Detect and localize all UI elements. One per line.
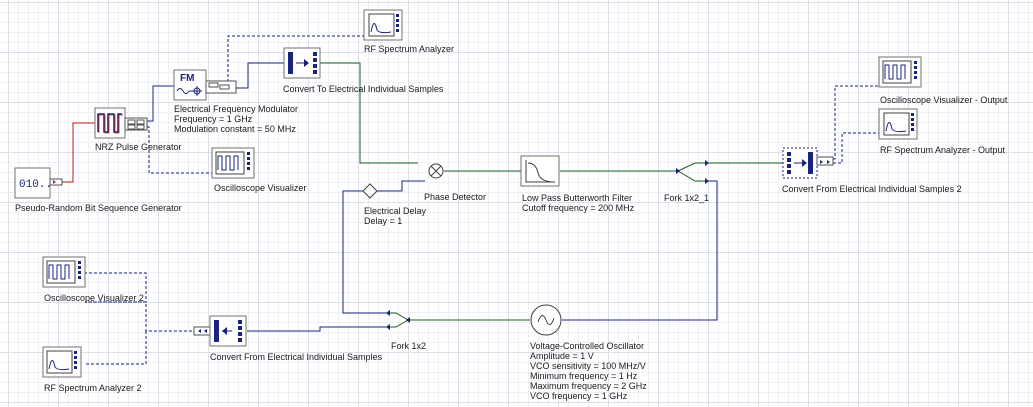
conv-from-block[interactable]: [193, 315, 247, 347]
fork2-in-arrow-icon: [406, 317, 410, 323]
efm-label-line: Electrical Frequency Modulator: [174, 104, 299, 114]
fork1-in-arrow-icon: [676, 168, 680, 174]
multiply-icon: [430, 165, 442, 177]
efm-label-line: Frequency = 1 GHz: [174, 114, 253, 124]
delay-label-line: Electrical Delay: [364, 206, 427, 216]
rfsa-out-label-line: RF Spectrum Analyzer - Output: [880, 145, 1006, 155]
conv-to-label-line: Convert To Electrical Individual Samples: [283, 84, 444, 94]
efm-block[interactable]: FM: [173, 69, 237, 101]
spectrum2-icon: [48, 360, 70, 371]
rfsa-out-label: RF Spectrum Analyzer - Output: [880, 145, 1005, 155]
vco-label-line: VCO sensitivity = 100 MHz/V: [530, 361, 646, 371]
delay-label-line: Delay = 1: [364, 216, 403, 226]
vco-label-line: Maximum frequency = 2 GHz: [530, 381, 647, 391]
fork2-label: Fork 1x2: [391, 341, 426, 351]
osc-out-label-line: Oscilloscope Visualizer - Output: [880, 95, 1008, 105]
conv-from-label-line: Convert From Electrical Individual Sampl…: [210, 352, 383, 362]
pulse-icon: [217, 155, 239, 171]
prbs-label-line: Pseudo-Random Bit Sequence Generator: [15, 203, 182, 213]
filter-response-icon: [525, 160, 555, 183]
osc-vis-block[interactable]: [211, 147, 255, 179]
fork1-arrow-icon: [705, 160, 709, 184]
delay-diamond-icon: [362, 183, 378, 199]
efm-glyph: FM: [180, 73, 194, 84]
convert-arrow-icon: [304, 59, 309, 67]
phase-detector-label: Phase Detector: [424, 192, 486, 202]
osc2-block[interactable]: [42, 256, 86, 288]
conv-from2-label: Convert From Electrical Individual Sampl…: [782, 184, 962, 194]
rfsa-label: RF Spectrum Analyzer: [364, 44, 454, 54]
efm-label-line: Modulation constant = 50 MHz: [174, 124, 296, 134]
fork1-branch-lines: [677, 162, 705, 182]
prbs-block[interactable]: 010..: [14, 167, 63, 199]
spectrum-icon: [370, 23, 392, 34]
wire-fork2-delay[interactable]: [342, 190, 386, 314]
rfsa2-label-line: RF Spectrum Analyzer 2: [44, 383, 142, 393]
rfsa-label-line: RF Spectrum Analyzer: [364, 44, 455, 54]
rfsa2-label: RF Spectrum Analyzer 2: [44, 383, 142, 393]
osc-vis-label: Oscilloscope Visualizer: [214, 183, 306, 193]
wire-nrz-oscilloscope[interactable]: [147, 126, 213, 174]
convert-left-arrow-icon: [222, 327, 227, 335]
wire-efm-convert[interactable]: [236, 62, 285, 89]
vco-label-line: Minimum frequency = 1 Hz: [530, 371, 638, 381]
wire-efm-rfsa[interactable]: [227, 35, 365, 85]
lpf-label-line: Cutoff frequency = 200 MHz: [522, 203, 635, 213]
wire-delay-phase[interactable]: [377, 180, 425, 192]
sine-icon: [537, 315, 555, 325]
osc-out-label: Oscilloscope Visualizer - Output: [880, 95, 1007, 105]
wire-fork2-convfrom[interactable]: [247, 326, 386, 332]
rfsa2-block[interactable]: [42, 346, 82, 378]
nrz-label: NRZ Pulse Generator: [95, 142, 182, 152]
convert-back-arrow-icon: [802, 159, 807, 167]
vco-block[interactable]: [530, 304, 562, 336]
osc2-label: Oscilloscope Visualizer 2: [44, 293, 144, 303]
spectrum-out-icon: [885, 122, 907, 133]
osc-out-block[interactable]: [878, 56, 922, 88]
osc2-label-line: Oscilloscope Visualizer 2: [44, 293, 144, 303]
phase-detector-label-line: Phase Detector: [424, 192, 487, 202]
wire-nrz-efm[interactable]: [147, 85, 175, 122]
lpf-block[interactable]: [520, 155, 560, 187]
pulse2-icon: [48, 264, 70, 280]
vco-label-line: Amplitude = 1 V: [530, 351, 594, 361]
wire-convfrom2-oscout[interactable]: [833, 85, 880, 160]
wire-fork1-vco[interactable]: [562, 180, 718, 321]
conv-to-label: Convert To Electrical Individual Samples: [283, 84, 443, 94]
wire-convfrom2-rfsaout[interactable]: [833, 132, 880, 164]
nrz-block[interactable]: [94, 107, 148, 139]
vco-label-line: VCO frequency = 1 GHz: [530, 391, 628, 401]
conv-to-block[interactable]: [283, 47, 321, 79]
conv-from2-label-line: Convert From Electrical Individual Sampl…: [782, 184, 962, 194]
rfsa-out-block[interactable]: [878, 108, 918, 140]
fork1-label-line: Fork 1x2_1: [664, 193, 710, 203]
wire-convert-phase[interactable]: [320, 62, 418, 164]
vco-label-line: Voltage-Controlled Oscillator: [530, 341, 645, 351]
wire-convfrom-rfsa2[interactable]: [85, 331, 147, 365]
prbs-glyph: 010..: [19, 179, 52, 191]
prbs-label: Pseudo-Random Bit Sequence Generator: [15, 203, 182, 213]
nrz-waveform-icon: [97, 113, 122, 133]
phase-detector-block[interactable]: [428, 163, 444, 179]
conv-from-label: Convert From Electrical Individual Sampl…: [210, 352, 382, 362]
nrz-label-line: NRZ Pulse Generator: [95, 142, 182, 152]
lpf-label-line: Low Pass Butterworth Filter: [522, 193, 633, 203]
delay-block[interactable]: [362, 183, 378, 199]
pulse-out-icon: [884, 64, 906, 80]
rfsa-block[interactable]: [363, 9, 403, 41]
osc-vis-label-line: Oscilloscope Visualizer: [214, 183, 307, 193]
conv-from2-block[interactable]: [782, 147, 834, 179]
fork2-label-line: Fork 1x2: [391, 341, 427, 351]
fork2-arrow-icon: [386, 310, 390, 330]
wire-prbs-nrz[interactable]: [62, 122, 96, 183]
fork1-label: Fork 1x2_1: [664, 193, 709, 203]
